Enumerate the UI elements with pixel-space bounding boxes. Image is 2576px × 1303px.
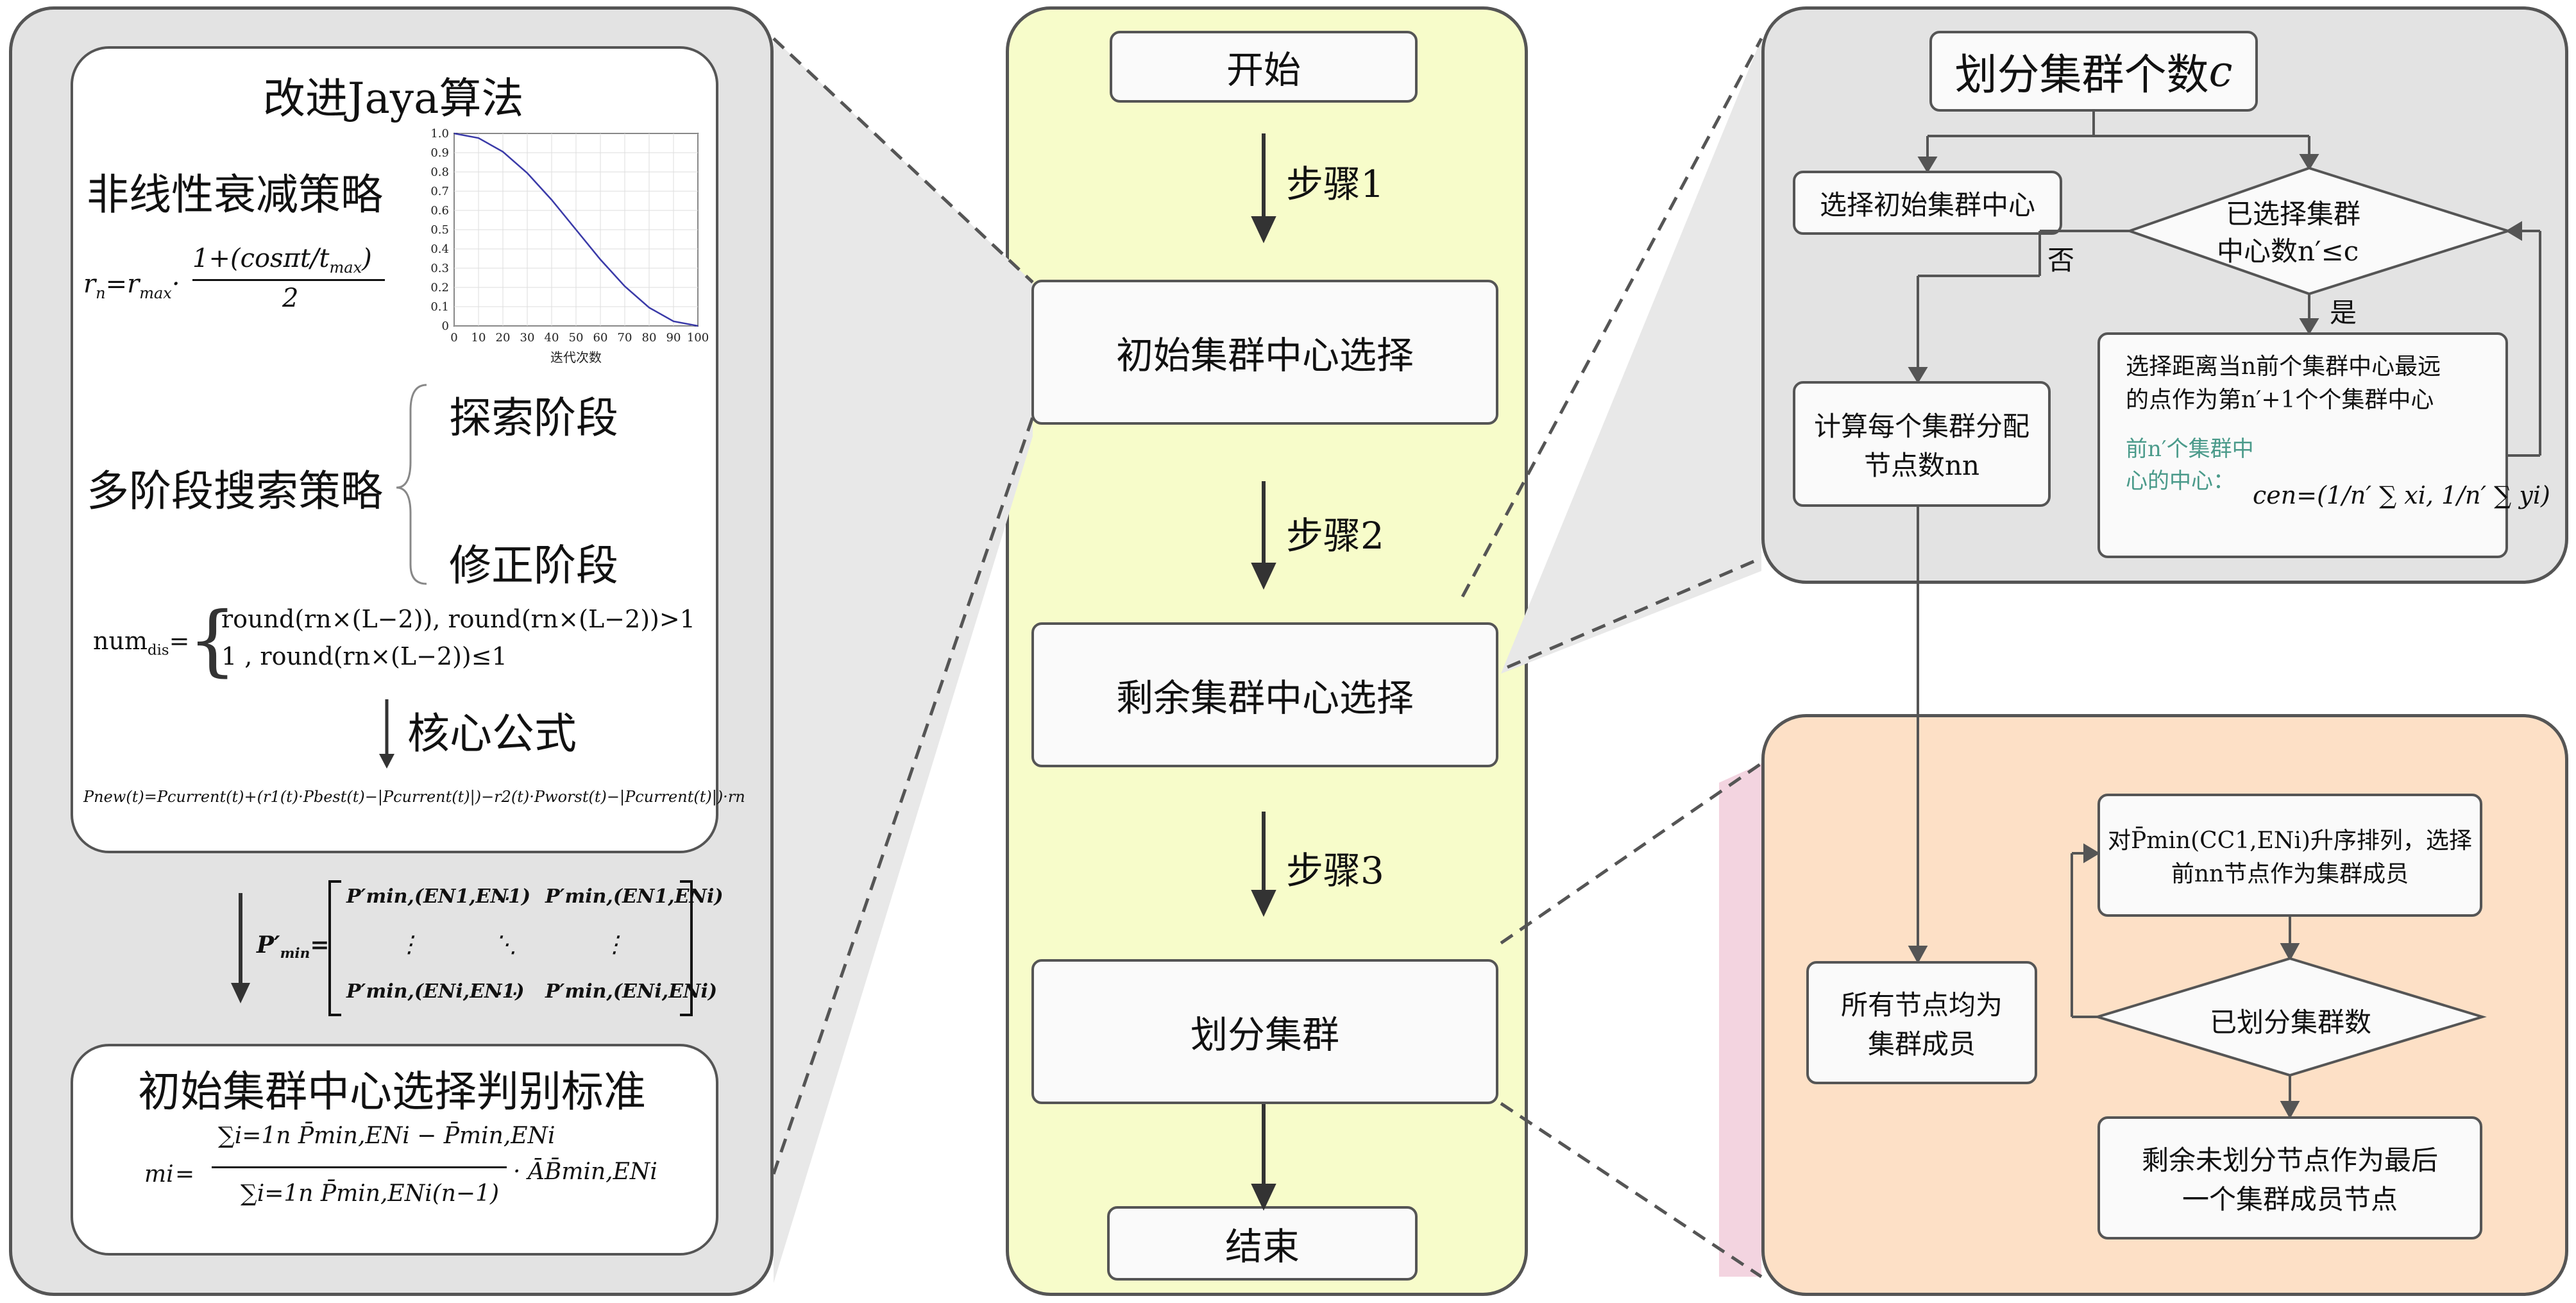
y-tick-label: 0 xyxy=(442,319,449,333)
matrix-arrow xyxy=(228,893,250,1009)
yes-label: 是 xyxy=(2330,297,2357,328)
criterion-formula: mi = ∑i=1n P̄min,ENi − P̄min,ENi ∑i=1n P… xyxy=(144,1123,657,1207)
y-tick-label: 0.6 xyxy=(430,204,449,217)
x-tick-label: 70 xyxy=(618,331,632,345)
criterion-card xyxy=(71,1044,718,1256)
diamond-line2: 中心数n′≤c xyxy=(2217,235,2359,267)
partition-box: 划分集群 xyxy=(1031,959,1498,1104)
nonlinear-label: 非线性衰减策略 xyxy=(87,170,383,219)
end-box: 结束 xyxy=(1107,1206,1418,1281)
remaining-center-box: 剩余集群中心选择 xyxy=(1031,622,1498,767)
p-matrix: P′min= P′min,(EN1,EN1) ⋯ P′min,(EN1,ENi)… xyxy=(257,880,724,1021)
x-tick-label: 60 xyxy=(593,331,608,345)
start-box: 开始 xyxy=(1110,31,1418,103)
explore-stage: 探索阶段 xyxy=(449,393,618,443)
left-wedge xyxy=(774,38,1033,1283)
bottom-right-wedge xyxy=(1719,763,1761,1277)
step2-label: 步骤2 xyxy=(1286,514,1384,558)
core-formula: Pnew(t)=Pcurrent(t)+(r1(t)·Pbest(t)−|Pcu… xyxy=(83,788,745,806)
decay-chart: 0 10 20 30 40 50 60 70 80 90 100 0 0.1 0.2 0.3 0.4 0.5 0.… xyxy=(417,128,712,385)
all-members-box: 所有节点均为集群成员 xyxy=(1806,961,2037,1084)
y-tick-label: 0.1 xyxy=(430,300,449,314)
x-tick-label: 100 xyxy=(687,331,709,345)
y-tick-label: 0.2 xyxy=(430,281,449,294)
left-title: 改进Jaya算法 xyxy=(263,74,524,123)
top-right-wedge xyxy=(1501,38,1761,674)
initial-center-box: 初始集群中心选择 xyxy=(1031,280,1498,425)
x-tick-label: 0 xyxy=(450,331,457,345)
dash-tr-top xyxy=(1461,37,1763,598)
x-tick-label: 20 xyxy=(496,331,511,345)
y-tick-label: 0.7 xyxy=(430,185,449,198)
partitioned-count-diamond: 已划分集群数 xyxy=(2210,1007,2372,1038)
criterion-title: 初始集群中心选择判别标准 xyxy=(138,1067,646,1116)
decay-chart-svg: 0 10 20 30 40 50 60 70 80 90 100 0 0.1 0.2 0.3 0.4 0.5 0.… xyxy=(430,128,709,365)
y-tick-label: 1.0 xyxy=(430,128,449,141)
dash-left-top xyxy=(772,37,1034,284)
y-tick-label: 0.3 xyxy=(430,262,449,275)
sort-select-box: 对P̄min(CC1,ENi)升序排列，选择前nn节点作为集群成员 xyxy=(2097,794,2482,917)
dash-br-bottom xyxy=(1500,1102,1763,1279)
x-axis-label: 迭代次数 xyxy=(550,350,602,365)
y-tick-label: 0.5 xyxy=(430,223,449,237)
multistage-label: 多阶段搜索策略 xyxy=(87,466,383,516)
calc-nodes-box: 计算每个集群分配节点数nn xyxy=(1793,381,2051,507)
y-tick-label: 0.9 xyxy=(430,146,449,160)
x-tick-label: 80 xyxy=(642,331,657,345)
num-dis-formula: numdis= { round(rn×(L−2)), round(rn×(L−2… xyxy=(93,596,695,685)
x-tick-label: 50 xyxy=(569,331,584,345)
select-initial-box: 选择初始集群中心 xyxy=(1793,171,2062,235)
diamond-line1: 已选择集群 xyxy=(2226,198,2361,230)
dash-left-bottom xyxy=(772,416,1035,1175)
core-formula-label: 核心公式 xyxy=(407,709,577,758)
x-tick-label: 30 xyxy=(520,331,535,345)
step3-label: 步骤3 xyxy=(1286,849,1384,892)
farthest-point-box: 选择距离当n前个集群中心最远 的点作为第n′+1个个集群中心 前n′个集群中 心… xyxy=(2097,332,2550,558)
y-tick-label: 0.4 xyxy=(430,243,449,256)
x-tick-label: 90 xyxy=(666,331,681,345)
correct-stage: 修正阶段 xyxy=(449,541,618,590)
x-tick-label: 40 xyxy=(545,331,559,345)
y-tick-label: 0.8 xyxy=(430,166,449,179)
dash-br-top xyxy=(1500,762,1763,945)
core-arrow xyxy=(379,699,394,769)
step1-label: 步骤1 xyxy=(1286,162,1384,206)
rn-formula: rn=rmax· 1+(cosπt/tmax) 2 xyxy=(83,244,417,321)
no-label: 否 xyxy=(2047,244,2075,276)
remaining-nodes-box: 剩余未划分节点作为最后一个集群成员节点 xyxy=(2097,1116,2482,1239)
x-tick-label: 10 xyxy=(471,331,486,345)
